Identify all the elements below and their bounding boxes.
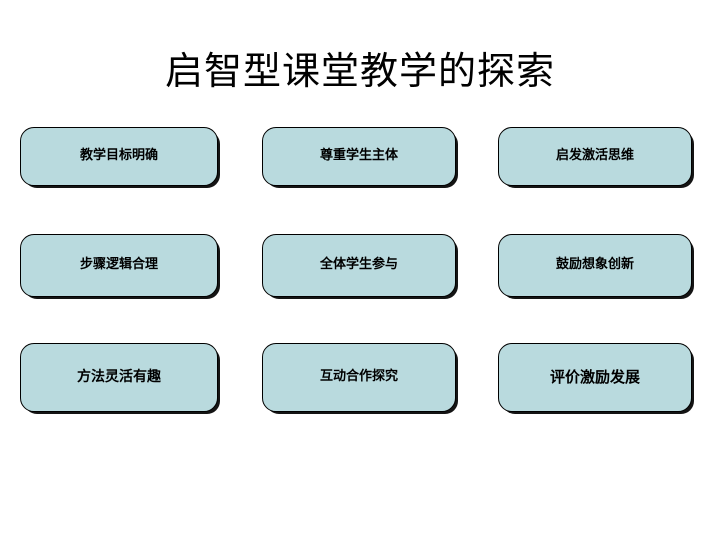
card-flexible-methods[interactable]: 方法灵活有趣	[20, 343, 218, 412]
card-label: 互动合作探究	[319, 369, 398, 385]
card-all-participate[interactable]: 全体学生参与	[262, 234, 456, 297]
card-label: 鼓励想象创新	[555, 257, 634, 273]
card-label: 全体学生参与	[319, 257, 398, 273]
card-interactive-inquiry[interactable]: 互动合作探究	[262, 343, 456, 412]
card-label: 教学目标明确	[79, 148, 158, 164]
card-label: 步骤逻辑合理	[79, 257, 158, 273]
card-evaluation-development[interactable]: 评价激励发展	[498, 343, 692, 412]
card-label: 启发激活思维	[555, 148, 634, 164]
card-logical-steps[interactable]: 步骤逻辑合理	[20, 234, 218, 297]
card-label: 方法灵活有趣	[77, 368, 161, 385]
card-encourage-innovation[interactable]: 鼓励想象创新	[498, 234, 692, 297]
card-label: 评价激励发展	[549, 368, 640, 387]
page-title: 启智型课堂教学的探索	[164, 49, 555, 93]
card-respect-student[interactable]: 尊重学生主体	[262, 127, 456, 186]
card-inspire-thinking[interactable]: 启发激活思维	[498, 127, 692, 186]
card-label: 尊重学生主体	[319, 148, 398, 164]
card-teaching-goal[interactable]: 教学目标明确	[20, 127, 218, 186]
